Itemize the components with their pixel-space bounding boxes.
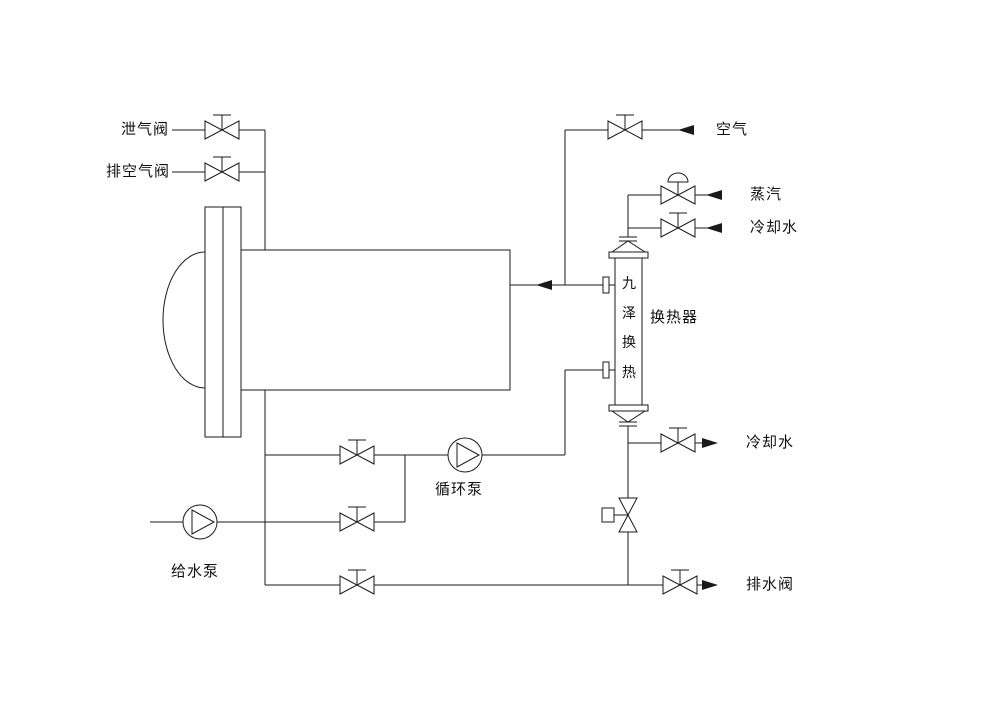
label-air-release-valve: 排空气阀 <box>106 164 171 180</box>
exchanger-brand-char: 热 <box>622 365 636 381</box>
exchanger-brand-char: 换 <box>622 336 636 352</box>
pipe-exchanger-lower-nozzle <box>564 369 615 455</box>
exchanger-brand-char: 九 <box>622 277 636 292</box>
cooling-out-flow-arrow-icon <box>701 437 719 449</box>
vessel <box>162 206 511 438</box>
drain-flow-arrow-icon <box>701 579 719 591</box>
circulation-suction-valve-icon <box>339 439 375 465</box>
pipe-exchanger-top <box>627 194 722 237</box>
exchanger-bottom-flange <box>608 404 649 412</box>
exchanger-brand-text: 九 泽 换 热 <box>620 277 638 381</box>
bottom-drain-valve-icon <box>339 569 375 595</box>
vent-valve-icon <box>204 114 240 140</box>
feed-water-pump-icon <box>182 504 218 540</box>
exchanger-bottom-cone <box>611 410 646 427</box>
label-cooling-water-out: 冷却水 <box>746 435 795 451</box>
label-steam: 蒸汽 <box>750 187 783 203</box>
label-heat-exchanger: 换热器 <box>650 310 699 326</box>
exchanger-upper-nozzle-flange <box>602 276 610 294</box>
exchanger-lower-nozzle-flange <box>602 361 610 379</box>
cooling-in-flow-arrow-icon <box>705 222 723 234</box>
vessel-door-ring-outer <box>204 206 224 438</box>
label-drain-valve: 排水阀 <box>746 577 795 593</box>
cooling-water-outlet-valve-icon <box>660 427 696 453</box>
heat-exchanger <box>602 236 649 427</box>
bypass-valve-icon <box>339 506 375 532</box>
vessel-dome <box>162 251 206 389</box>
exchanger-top-cone <box>611 236 646 253</box>
exchanger-top-flange <box>608 251 649 259</box>
return-flow-arrow-icon <box>535 279 553 291</box>
drain-outlet-valve-icon <box>662 569 698 595</box>
label-air: 空气 <box>716 122 749 138</box>
cooling-water-inlet-valve-icon <box>660 212 696 238</box>
air-flow-arrow-icon <box>677 124 695 136</box>
label-circulation-pump: 循环泵 <box>435 482 484 498</box>
air-release-valve-icon <box>204 156 240 182</box>
pipe-vessel-drain <box>264 390 702 586</box>
label-cooling-water-in: 冷却水 <box>750 220 799 236</box>
steam-valve-icon <box>660 172 696 205</box>
label-vent-valve: 泄气阀 <box>121 122 170 138</box>
steam-flow-arrow-icon <box>705 189 723 201</box>
air-inlet-valve-icon <box>607 114 643 140</box>
circulation-pump-icon <box>447 437 483 473</box>
vessel-door-ring-inner <box>222 206 242 438</box>
exchanger-brand-char: 泽 <box>622 306 636 322</box>
exchanger-drain-valve-icon <box>601 497 638 533</box>
vessel-body <box>240 249 511 391</box>
label-feed-water-pump: 给水泵 <box>171 564 220 580</box>
